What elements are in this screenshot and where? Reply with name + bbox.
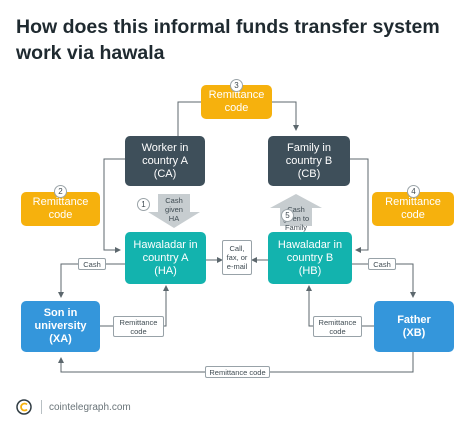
remittance-code-label-bottom: Remittance code xyxy=(205,366,270,378)
footer-divider xyxy=(41,400,42,414)
worker-country-a-node: Worker in country A (CA) xyxy=(125,136,205,186)
page-title: How does this informal funds transfer sy… xyxy=(16,16,440,64)
hawaladar-country-a-node: Hawaladar in country A (HA) xyxy=(125,232,206,284)
cash-given-ha-arrow xyxy=(148,194,200,228)
cash-label-right: Cash xyxy=(368,258,396,270)
hawaladar-country-b-node: Hawaladar in country B (HB) xyxy=(268,232,352,284)
remittance-code-node-top: Remittance code xyxy=(201,85,272,119)
family-country-b-node: Family in country B (CB) xyxy=(268,136,350,186)
son-in-university-node: Son in university (XA) xyxy=(21,301,100,352)
call-fax-email-label: Call, fax, or e-mail xyxy=(222,240,252,275)
father-node: Father (XB) xyxy=(374,301,454,352)
step-badge-2: 2 xyxy=(54,185,67,198)
step-badge-3: 3 xyxy=(230,79,243,92)
step-badge-1: 1 xyxy=(137,198,150,211)
step-badge-4: 4 xyxy=(407,185,420,198)
cointelegraph-logo-icon xyxy=(16,399,32,415)
remittance-code-label-left: Remittance code xyxy=(113,316,164,337)
cash-label-left: Cash xyxy=(78,258,106,270)
cash-given-ha-text: Cash given HA xyxy=(165,196,183,223)
footer-site: cointelegraph.com xyxy=(49,401,131,413)
footer: cointelegraph.com xyxy=(16,398,131,416)
step-badge-5: 5 xyxy=(281,209,294,222)
remittance-code-label-right: Remittance code xyxy=(313,316,362,337)
